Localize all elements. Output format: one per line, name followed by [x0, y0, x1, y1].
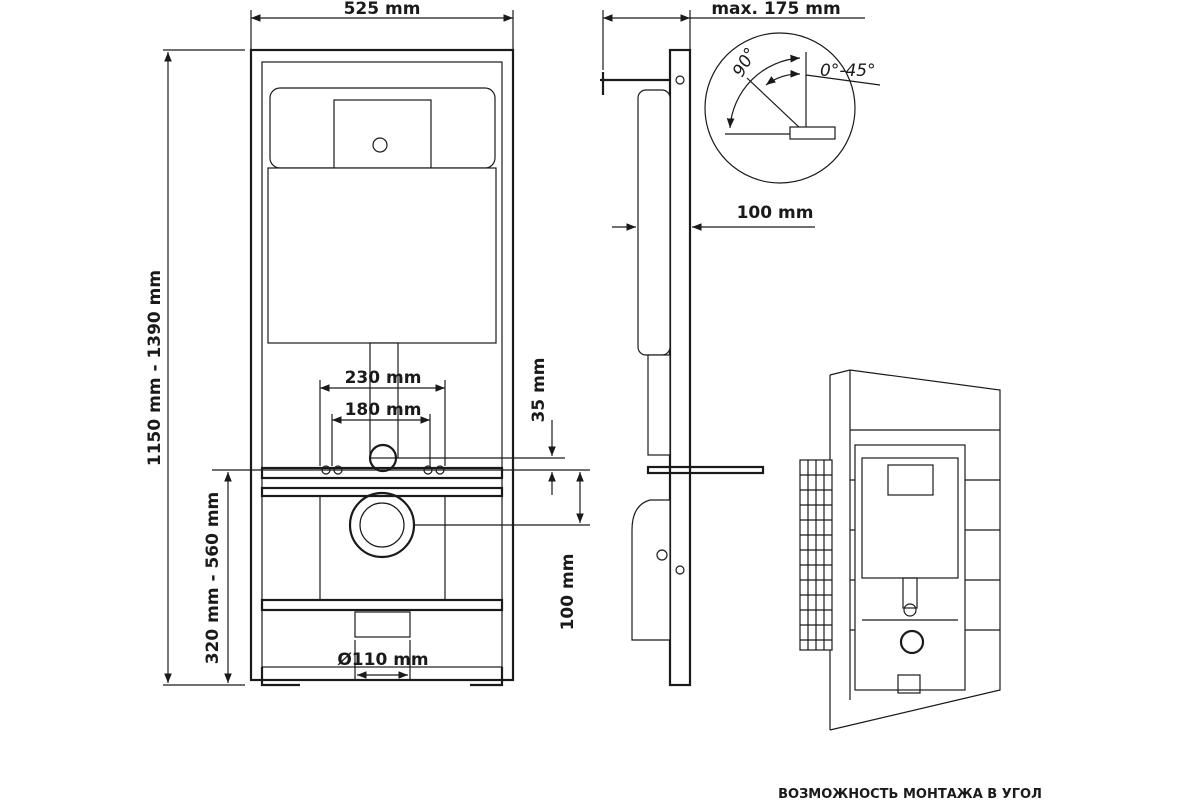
flush-opening	[333, 99, 432, 169]
offset-35: 35 mm	[529, 357, 549, 422]
drain-bend	[631, 499, 671, 641]
depth-100-dimension: 100 mm	[737, 203, 814, 223]
spacing-230: 230 mm	[345, 368, 422, 388]
corner-caption: ВОЗМОЖНОСТЬ МОНТАЖА В УГОЛ	[778, 787, 1042, 800]
angle-range-label: 0°-45°	[820, 61, 876, 81]
drain-pipe	[354, 611, 411, 638]
height-dimension: 1150 mm - 1390 mm	[145, 270, 165, 466]
side-view	[600, 48, 765, 687]
pipe-diameter: Ø110 mm	[337, 650, 428, 670]
front-view	[249, 48, 515, 687]
angle-detail: 90° 0°-45°	[704, 32, 881, 184]
cistern-body	[267, 167, 497, 344]
corner-installation-illustration	[799, 369, 1001, 731]
offset-100: 100 mm	[558, 554, 578, 631]
cistern-side	[637, 89, 671, 356]
max-depth-dimension: max. 175 mm	[711, 0, 840, 19]
threaded-rod	[646, 465, 765, 475]
spacing-180: 180 mm	[345, 400, 422, 420]
flush-pipe	[369, 342, 399, 459]
width-dimension: 525 mm	[344, 0, 421, 19]
low-height-dimension: 320 mm - 560 mm	[203, 492, 223, 665]
